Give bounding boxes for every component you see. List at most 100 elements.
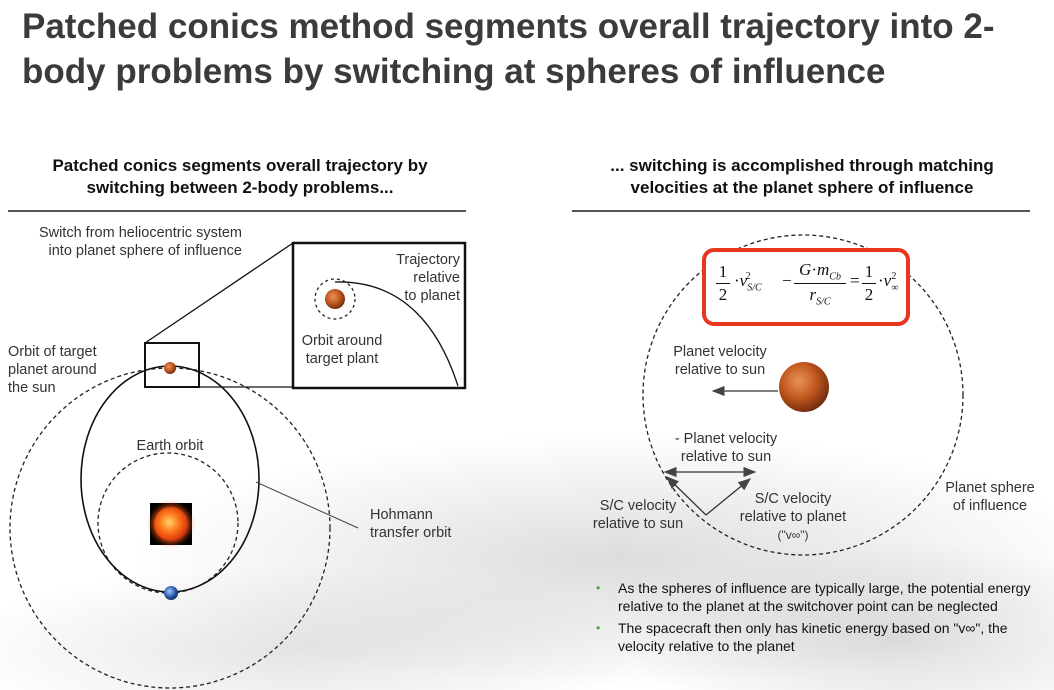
bullet-list: • As the spheres of influence are typical… xyxy=(596,579,1036,659)
eq-half2-numerator: 1 xyxy=(864,262,874,281)
eq-half2-denominator: 2 xyxy=(864,285,874,304)
eq-pot-denominator: rS/C xyxy=(794,285,846,307)
orbit-around-label-line1: Orbit around xyxy=(301,333,383,349)
sc-sun-velocity-label-line2: relative to sun xyxy=(592,516,684,532)
eq-sub-inf: ∞ xyxy=(891,282,899,294)
eq-sq-2: 2 xyxy=(891,271,897,283)
mars-large xyxy=(779,362,829,412)
eq-sq-1: 2 xyxy=(745,271,751,283)
left-subtitle: Patched conics segments overall trajecto… xyxy=(10,155,470,199)
eq-half-fraction-2: 1 2 xyxy=(862,262,876,305)
sphere-of-influence-label: Planet sphere of influence xyxy=(930,479,1050,515)
sun-image xyxy=(150,503,192,545)
eq-vinf-term: ·v∞2 xyxy=(878,271,899,294)
eq-half-numerator: 1 xyxy=(718,262,728,281)
eq-half-bar xyxy=(716,283,730,284)
switch-label-line2: into planet sphere of influence xyxy=(48,243,242,259)
right-subtitle-line1: ... switching is accomplished through ma… xyxy=(610,156,994,175)
hohmann-leader-line xyxy=(255,481,359,529)
sc-planet-velocity-label: S/C velocity relative to planet ("v∞") xyxy=(728,490,858,544)
eq-m: m xyxy=(817,260,830,279)
bullet-text: The spacecraft then only has kinetic ene… xyxy=(618,620,1008,654)
earth-orbit xyxy=(97,452,239,594)
sc-planet-velocity-label-line1: S/C velocity xyxy=(754,491,832,507)
hohmann-label-line1: Hohmann xyxy=(370,507,433,523)
earth xyxy=(164,586,178,600)
eq-sub-sc-2: S/C xyxy=(816,296,831,308)
bullet-dot: • xyxy=(596,581,601,595)
sc-planet-velocity-label-line3: ("v∞") xyxy=(777,528,809,542)
eq-g: G xyxy=(799,260,812,279)
earth-orbit-label: Earth orbit xyxy=(136,438,204,454)
sc-planet-velocity-label-line2: relative to planet xyxy=(739,509,847,525)
target-planet-orbit xyxy=(9,367,331,689)
sun-disc xyxy=(154,507,188,541)
eq-minus: − xyxy=(782,271,792,290)
planet-velocity-label-line1: Planet velocity xyxy=(673,344,767,360)
eq-half2-bar xyxy=(862,283,876,284)
orbit-around-label: Orbit around target plant xyxy=(292,332,392,368)
hohmann-label-line2: transfer orbit xyxy=(370,525,452,541)
neg-planet-velocity-label-line1: - Planet velocity xyxy=(674,431,778,447)
left-divider xyxy=(8,210,466,212)
switch-label: Switch from heliocentric system into pla… xyxy=(8,224,242,260)
eq-potential-fraction: G·mCb rS/C xyxy=(794,260,846,308)
zoom-box-small xyxy=(144,342,200,388)
eq-pot-numerator: G·mCb xyxy=(794,260,846,282)
sc-sun-velocity-arrow xyxy=(666,476,707,516)
page-title: Patched conics method segments overall t… xyxy=(22,7,995,91)
target-orbit-label-line2: planet around xyxy=(8,362,97,378)
zoom-connector-top xyxy=(144,242,294,344)
neg-planet-velocity-label: - Planet velocity relative to sun xyxy=(656,430,796,466)
planet-velocity-label-line2: relative to sun xyxy=(674,362,766,378)
trajectory-label: Trajectory relative to planet xyxy=(380,251,460,305)
eq-v-sc: v xyxy=(739,271,748,290)
sphere-label-line2: of influence xyxy=(952,498,1028,514)
eq-dot-1: · xyxy=(734,271,740,290)
energy-equation-box: 1 2 ·vS/C2 − G·mCb rS/C = 1 2 ·v∞2 xyxy=(702,248,910,326)
bullet-item: • The spacecraft then only has kinetic en… xyxy=(596,619,1036,655)
target-orbit-label: Orbit of target planet around the sun xyxy=(8,343,128,397)
eq-v-inf: v xyxy=(883,271,892,290)
target-orbit-label-line1: Orbit of target xyxy=(8,344,97,360)
left-subtitle-line2: switching between 2-body problems... xyxy=(86,178,394,197)
mars-small xyxy=(164,362,176,374)
trajectory-label-line1: Trajectory xyxy=(396,252,460,268)
neg-planet-velocity-label-line2: relative to sun xyxy=(680,449,772,465)
eq-half-denominator: 2 xyxy=(718,285,728,304)
right-divider xyxy=(572,210,1030,212)
planet-velocity-label: Planet velocity relative to sun xyxy=(660,343,780,379)
zoom-box-large xyxy=(291,241,467,390)
sphere-label-line1: Planet sphere xyxy=(945,480,1035,496)
eq-dot-3: · xyxy=(878,271,884,290)
right-subtitle-line2: velocities at the planet sphere of influ… xyxy=(630,178,974,197)
orbit-around-planet xyxy=(314,278,356,320)
eq-half-fraction: 1 2 xyxy=(716,262,730,305)
eq-kinetic-term: ·vS/C2 xyxy=(734,271,762,293)
eq-equals: = xyxy=(850,271,860,290)
left-subtitle-line1: Patched conics segments overall trajecto… xyxy=(52,156,428,175)
hohmann-label: Hohmann transfer orbit xyxy=(370,506,480,542)
bullet-text: As the spheres of influence are typicall… xyxy=(618,580,1031,614)
target-orbit-label-line3: the sun xyxy=(8,380,56,396)
sc-planet-velocity-arrow xyxy=(705,478,752,516)
bullet-item: • As the spheres of influence are typical… xyxy=(596,579,1036,615)
bullet-dot: • xyxy=(596,621,601,635)
sc-sun-velocity-label-line1: S/C velocity xyxy=(599,498,677,514)
sphere-of-influence xyxy=(642,234,964,556)
sc-sun-velocity-label: S/C velocity relative to sun xyxy=(574,497,702,533)
eq-r: r xyxy=(809,285,817,305)
trajectory-arc xyxy=(334,281,459,387)
trajectory-label-line2: relative xyxy=(413,270,460,286)
eq-dot-2: · xyxy=(811,260,817,279)
eq-sub-sc: S/C xyxy=(747,282,762,294)
orbit-around-label-line2: target plant xyxy=(305,351,379,367)
trajectory-label-line3: to planet xyxy=(404,288,460,304)
eq-sub-cb: Cb xyxy=(829,271,841,283)
right-subtitle: ... switching is accomplished through ma… xyxy=(572,155,1032,199)
switch-label-line1: Switch from heliocentric system xyxy=(38,225,242,241)
mars-zoomed xyxy=(325,289,345,309)
eq-pot-bar xyxy=(794,283,846,285)
